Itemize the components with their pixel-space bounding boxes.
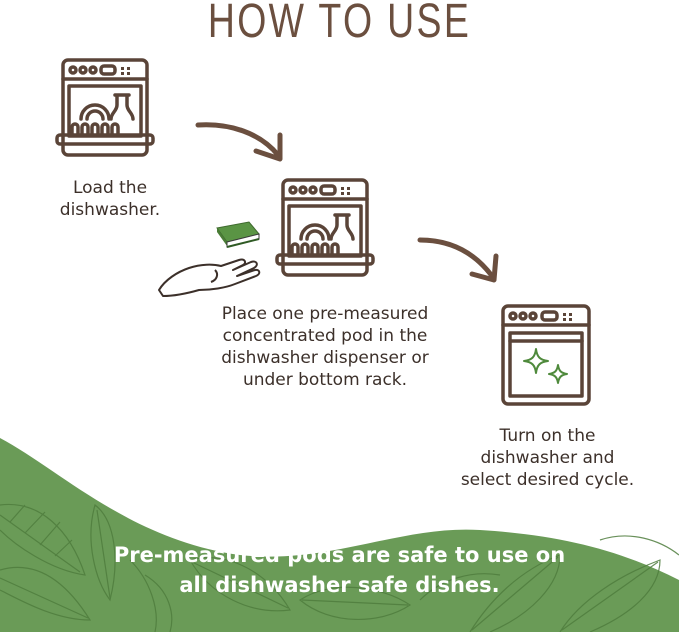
step-3-line-1: Turn on the	[499, 426, 596, 446]
leaf-pattern	[0, 503, 679, 632]
page-title: HOW TO USE	[207, 0, 472, 48]
arrow-right-down-icon	[417, 237, 499, 283]
step-2-line-4: under bottom rack.	[242, 370, 408, 390]
step-3-text: Turn on the dishwasher and select desire…	[430, 425, 665, 491]
step-2-line-3: dishwasher dispenser or	[221, 348, 429, 368]
safety-note: Pre-measured pods are safe to use on all…	[0, 540, 679, 600]
step-2-line-2: concentrated pod in the	[222, 326, 428, 346]
step-2-text: Place one pre-measured concentrated pod …	[185, 303, 465, 391]
step-3-line-3: select desired cycle.	[460, 470, 635, 490]
step-1-text: Load the dishwasher.	[30, 177, 190, 221]
safety-note-line-1: Pre-measured pods are safe to use on	[113, 543, 566, 567]
sparkle-icon	[523, 348, 568, 384]
clean-dishwasher-icon	[501, 304, 591, 406]
dishwasher-loaded-icon	[55, 58, 155, 157]
step-3-line-2: dishwasher and	[480, 448, 615, 468]
hand-icon	[158, 258, 261, 297]
arrow-right-down-icon	[195, 122, 283, 162]
step-1-line-1: Load the	[72, 178, 148, 198]
dishwasher-with-pod-icon	[275, 178, 375, 277]
step-2-line-1: Place one pre-measured	[221, 304, 429, 324]
safety-note-line-2: all dishwasher safe dishes.	[179, 573, 500, 597]
detergent-pod-icon	[216, 221, 260, 248]
step-1-line-2: dishwasher.	[59, 200, 161, 220]
